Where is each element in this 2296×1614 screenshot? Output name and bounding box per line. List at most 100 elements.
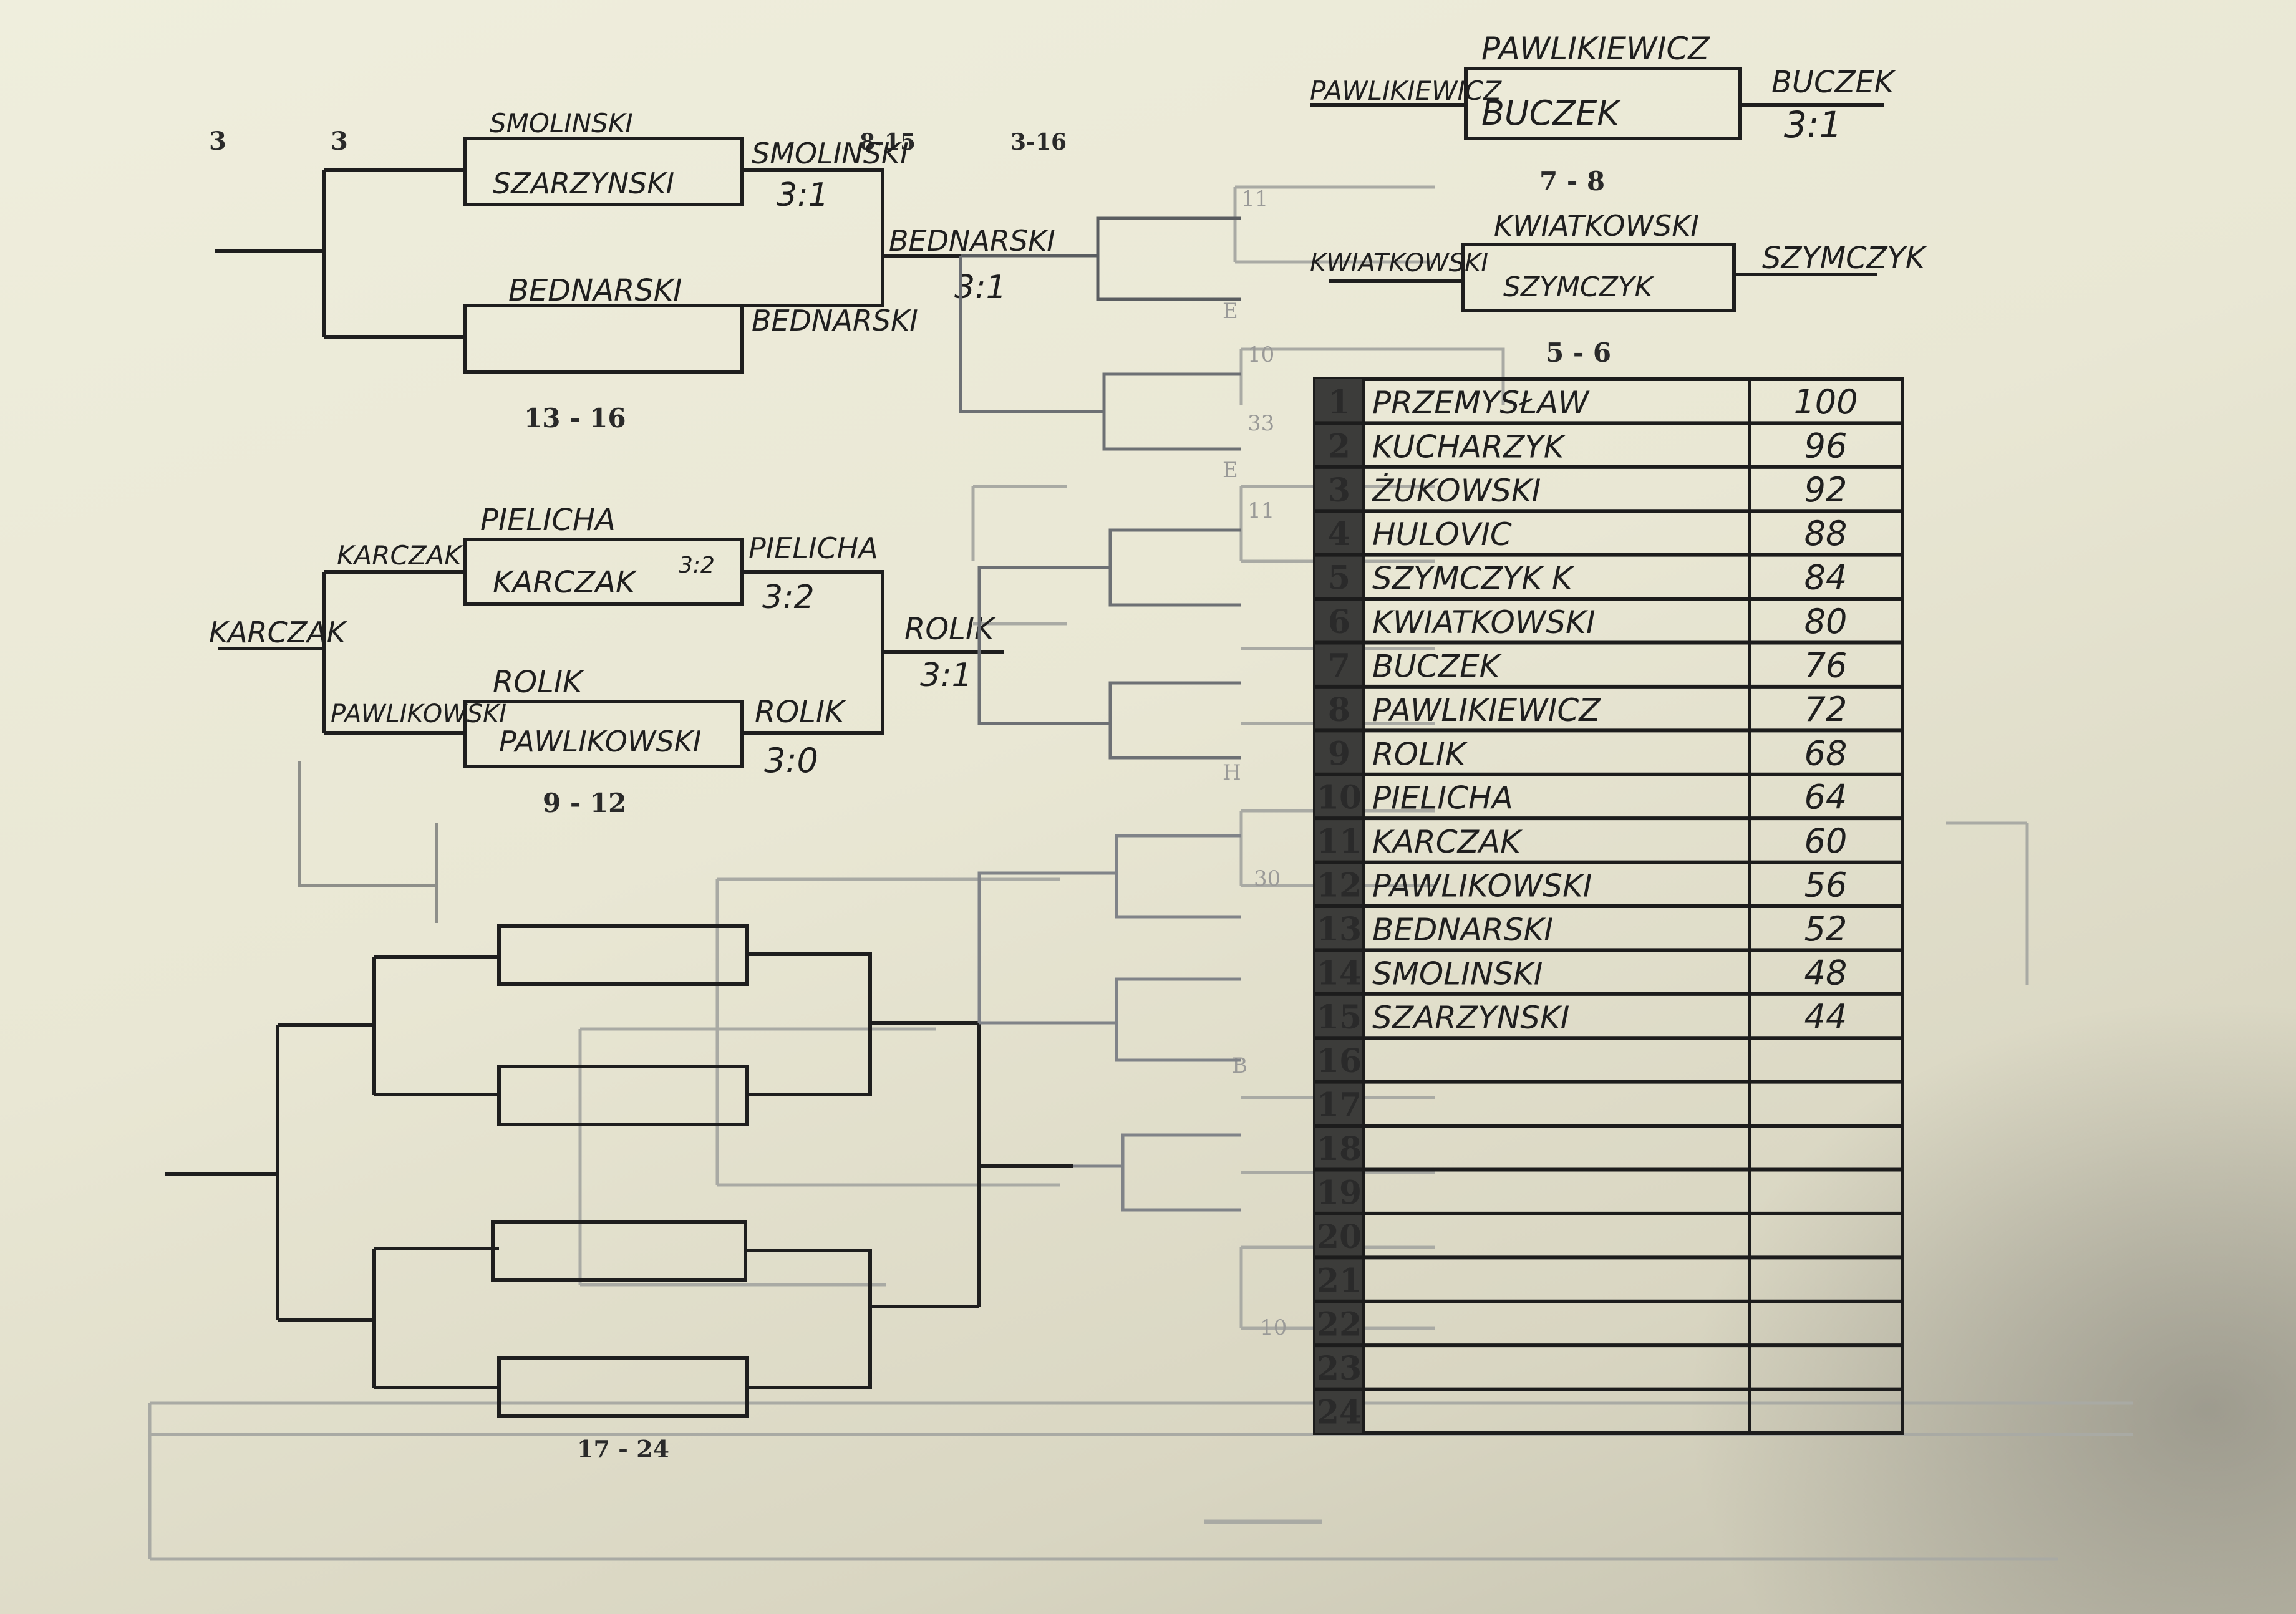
ghost-label: 33 — [1247, 411, 1274, 436]
points-value: 56 — [1804, 866, 1848, 905]
rank-number: 6 — [1328, 603, 1350, 641]
player-name: HULOVIC — [1372, 516, 1512, 553]
match-winner: PIELICHA — [748, 531, 878, 565]
bracket-label: 13 - 16 — [524, 403, 626, 433]
standings-row: 1 PRZEMYSŁAW 100 — [1328, 382, 1858, 422]
match-box — [491, 1220, 747, 1282]
player-name: SZARZYNSKI — [493, 167, 674, 200]
bracket-9-12: KARCZAK KARCZAK PIELICHA KARCZAK 3:2 PIE… — [209, 503, 1241, 818]
rank-number: 4 — [1328, 515, 1350, 553]
points-value: 52 — [1804, 909, 1848, 949]
match-score: 3:1 — [1784, 104, 1842, 146]
bracket-13-16: SMOLINSKI SZARZYNSKI SMOLINSKI 3:1 BEDNA… — [215, 108, 1241, 451]
standings-row: 6 KWIATKOWSKI 80 — [1315, 597, 1902, 641]
player-name: BUCZEK — [1481, 94, 1621, 133]
match-winner: SZYMCZYK — [1762, 241, 1927, 276]
bracket-label: 7 - 8 — [1539, 166, 1605, 196]
column-header: 3-16 — [1010, 129, 1067, 155]
bracket-label: 9 - 12 — [543, 788, 626, 818]
points-value: 44 — [1804, 997, 1848, 1037]
ghost-label: 11 — [1247, 498, 1274, 523]
rank-number: 14 — [1317, 954, 1362, 992]
standings-row: 16 — [1315, 1036, 1902, 1080]
player-name: SZYMCZYK K — [1372, 561, 1575, 597]
points-value: 96 — [1804, 426, 1848, 465]
match-score: 3:1 — [777, 176, 829, 214]
match-5-6: KWIATKOWSKI KWIATKOWSKI SZYMCZYK SZYMCZY… — [1310, 209, 1927, 368]
ghost-label: 10 — [1260, 1315, 1287, 1340]
rank-number: 18 — [1317, 1130, 1362, 1168]
points-value: 48 — [1804, 953, 1848, 992]
match-box — [1464, 67, 1742, 140]
player-name: PAWLIKIEWICZ — [1481, 31, 1710, 67]
player-name: ROLIK — [493, 665, 584, 700]
rank-number: 19 — [1317, 1174, 1362, 1212]
player-name: PAWLIKOWSKI — [1372, 868, 1592, 904]
bracket-label: 17 - 24 — [577, 1435, 669, 1463]
rank-number: 24 — [1317, 1394, 1362, 1432]
player-name: KARCZAK — [1372, 824, 1523, 860]
ghost-label: B — [1232, 1053, 1247, 1078]
standings-row: 19 — [1315, 1167, 1902, 1212]
points-value: 72 — [1804, 690, 1848, 729]
player-name: KWIATKOWSKI — [1494, 209, 1699, 243]
rank-number: 17 — [1317, 1086, 1362, 1124]
ghost-label: E — [1223, 458, 1238, 483]
match-score: 3:0 — [764, 741, 818, 780]
rank-number: 12 — [1317, 867, 1362, 905]
rank-number: 10 — [1317, 779, 1362, 817]
rank-number: 8 — [1328, 691, 1350, 729]
rank-number: 22 — [1317, 1306, 1362, 1344]
points-value: 68 — [1804, 733, 1848, 773]
rank-number: 11 — [1317, 823, 1362, 861]
player-name: ŻUKOWSKI — [1371, 473, 1541, 509]
standings-row: 23 — [1315, 1343, 1902, 1388]
ghost-label: 11 — [1241, 186, 1268, 211]
player-name: KUCHARZYK — [1372, 428, 1567, 465]
player-name: KWIATKOWSKI — [1372, 604, 1596, 640]
player-name: BEDNARSKI — [1372, 912, 1553, 948]
rank-number: 16 — [1317, 1042, 1362, 1080]
player-name: SMOLINSKI — [490, 108, 633, 138]
player-name: PRZEMYSŁAW — [1372, 385, 1590, 421]
points-value: 60 — [1804, 821, 1848, 861]
player-name: PAWLIKIEWICZ — [1372, 692, 1601, 728]
match-winner: ROLIK — [904, 612, 996, 647]
rank-number: 9 — [1328, 735, 1350, 773]
player-name: SZARZYNSKI — [1372, 1000, 1569, 1036]
column-headers: 3 3 8-15 3-16 — [209, 127, 1067, 156]
match-box — [1461, 243, 1736, 312]
column-header: 3 — [209, 127, 226, 156]
standings-row: 21 — [1315, 1255, 1902, 1300]
ghost-label: H — [1223, 760, 1241, 785]
points-value: 92 — [1804, 470, 1848, 510]
points-value: 80 — [1804, 602, 1848, 641]
rank-number: 5 — [1328, 559, 1350, 597]
rank-number: 21 — [1317, 1262, 1362, 1300]
match-score: 3:2 — [679, 553, 715, 578]
match-box — [497, 924, 749, 986]
match-box — [463, 304, 744, 374]
rank-number: 1 — [1328, 384, 1350, 422]
match-7-8: PAWLIKIEWICZ PAWLIKIEWICZ BUCZEK BUCZEK … — [1310, 31, 1896, 196]
standings-row: 24 — [1315, 1387, 1902, 1432]
standings-row: 8 PAWLIKIEWICZ 72 — [1315, 684, 1902, 729]
match-winner: ROLIK — [755, 695, 846, 730]
player-name: SZYMCZYK — [1503, 271, 1655, 303]
player-name: PAWLIKOWSKI — [331, 700, 506, 728]
bracket-label: 5 - 6 — [1546, 337, 1611, 368]
player-name: KARCZAK — [337, 540, 463, 571]
ghost-label: 10 — [1247, 342, 1274, 367]
points-value: 64 — [1804, 778, 1848, 817]
ghost-labels: 11 E 10 33 E 11 H 30 B 10 — [1223, 186, 1287, 1340]
points-value: 100 — [1793, 382, 1858, 422]
rank-number: 20 — [1317, 1218, 1362, 1256]
